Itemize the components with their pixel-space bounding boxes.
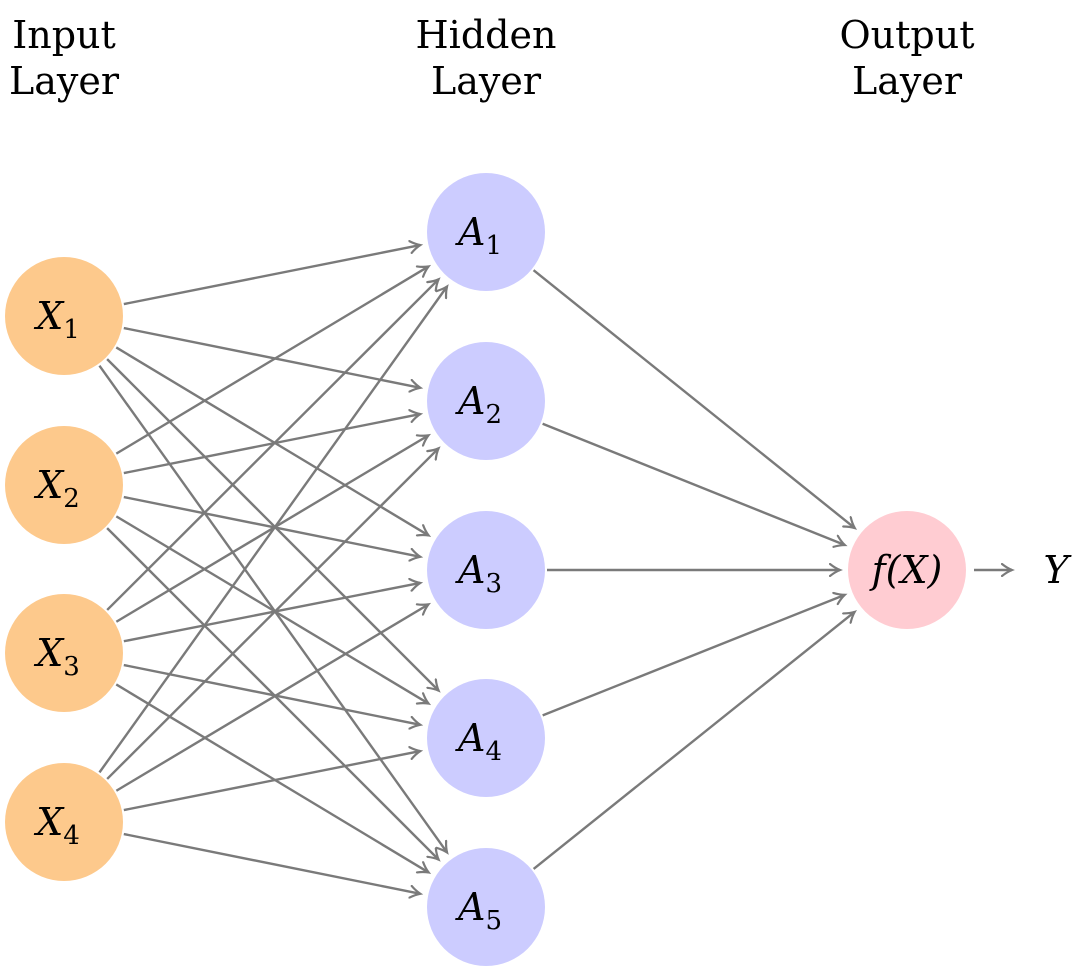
edge-X4-to-A3 [115, 604, 428, 792]
node-subscript: 1 [63, 315, 80, 345]
hidden-layer-title-line-2: Layer [431, 59, 542, 103]
output-layer-title-line-1: Output [840, 13, 975, 57]
node-subscript: 5 [485, 906, 502, 936]
edge-A2-to-fX [542, 422, 845, 545]
edge-X1-to-A4 [106, 358, 438, 690]
final-output-label: Y [1043, 548, 1072, 592]
node-circle [427, 679, 545, 797]
edge-X2-to-A2 [123, 414, 420, 475]
output-layer-title-line-2: Layer [852, 59, 963, 103]
edge-A1-to-fX [532, 269, 855, 528]
input-layer-title-line-2: Layer [9, 59, 120, 103]
node-circle [427, 511, 545, 629]
node-subscript: 3 [63, 652, 80, 682]
edge-X3-to-A3 [123, 583, 420, 643]
edge-X2-to-A1 [115, 266, 428, 455]
node-X3: X3 [5, 594, 123, 712]
edge-X1-to-A2 [123, 326, 421, 388]
node-A4: A4 [427, 679, 545, 797]
node-label: A1 [455, 210, 502, 261]
node-subscript: 1 [485, 231, 502, 261]
edge-X4-to-A1 [98, 286, 447, 774]
edge-X4-to-A2 [106, 448, 438, 780]
edge-X2-to-A4 [115, 515, 428, 703]
node-X4: X4 [5, 763, 123, 881]
node-X1: X1 [5, 257, 123, 375]
edge-A5-to-fX [532, 612, 855, 870]
node-circle [5, 763, 123, 881]
edge-X3-to-A1 [106, 279, 438, 611]
edge-X4-to-A4 [123, 751, 420, 812]
node-subscript: 2 [63, 484, 80, 514]
edge-X2-to-A3 [123, 495, 421, 557]
edge-A4-to-fX [542, 595, 845, 717]
node-subscript: 4 [63, 821, 80, 851]
node-label: f(X) [869, 548, 943, 592]
node-circle [427, 848, 545, 966]
node-subscript: 2 [485, 400, 502, 430]
edge-X3-to-A4 [123, 663, 421, 725]
node-circle [5, 594, 123, 712]
node-circle [427, 342, 545, 460]
node-subscript: 3 [485, 569, 502, 599]
node-fX: f(X) [848, 511, 966, 629]
node-subscript: 4 [485, 737, 502, 767]
edge-X1-to-A3 [115, 346, 428, 535]
node-circle [427, 173, 545, 291]
node-X2: X2 [5, 426, 123, 544]
node-A5: A5 [427, 848, 545, 966]
node-circle [848, 511, 966, 629]
node-A1: A1 [427, 173, 545, 291]
edge-X4-to-A5 [123, 832, 421, 894]
edge-X1-to-A1 [123, 245, 420, 306]
node-circle [5, 426, 123, 544]
hidden-layer-title-line-1: Hidden [416, 13, 557, 57]
edge-X3-to-A2 [115, 435, 428, 623]
node-A3: A3 [427, 511, 545, 629]
node-A2: A2 [427, 342, 545, 460]
edge-X3-to-A5 [115, 683, 428, 872]
input-layer-title-line-1: Input [12, 13, 116, 57]
node-circle [5, 257, 123, 375]
